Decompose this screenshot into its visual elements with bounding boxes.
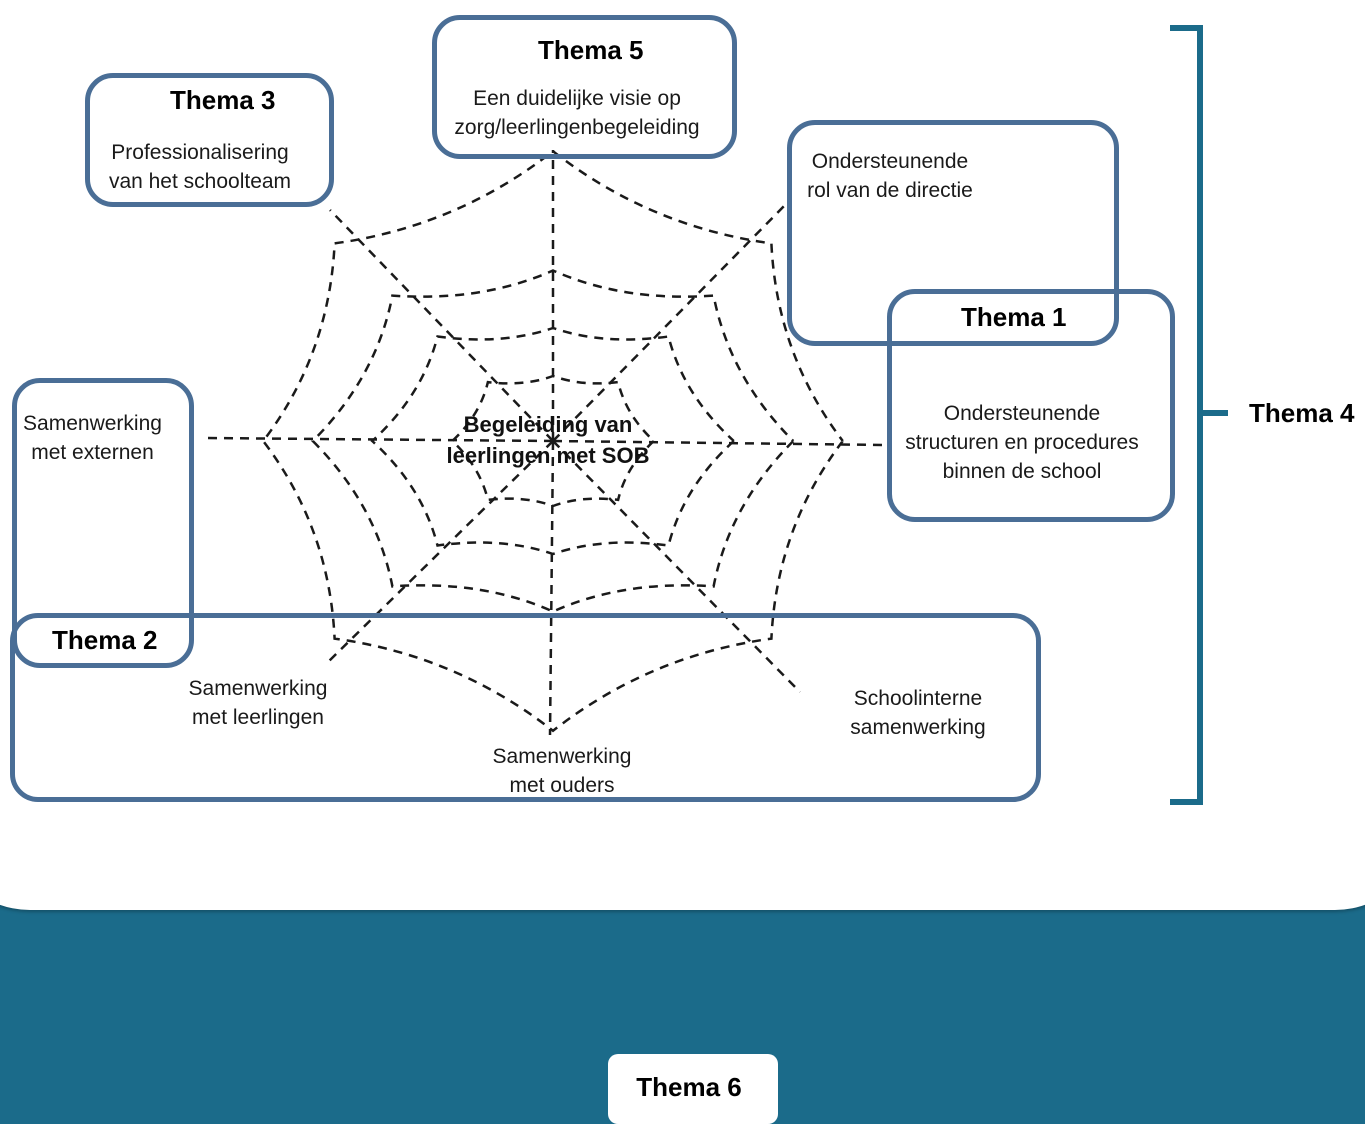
web-spoke [329,209,554,442]
label-structuren: Ondersteunende structuren en procedures … [905,402,1139,483]
web-spoke [548,440,555,736]
label-leerlingen: Samenwerking met leerlingen [188,677,328,729]
thema2-box [10,613,1041,802]
label-directie: Ondersteunende rol van de directie [807,150,973,202]
thema5-title: Thema 5 [538,35,644,65]
thema5-box [432,15,737,159]
web-ring [450,374,655,508]
web-ring [311,269,795,613]
web-ring [261,149,844,733]
label-professionalisering: Professionalisering van het schoolteam [108,141,292,193]
thema1-title: Thema 1 [961,302,1067,332]
thema6-title: Thema 6 [636,1072,742,1102]
directie-box [787,120,1119,346]
thema3-title: Thema 3 [170,85,276,115]
label-ouders: Samenwerking met ouders [492,745,632,797]
web-spoke [552,199,791,442]
thema4-title: Thema 4 [1249,398,1355,428]
externen-box [12,378,194,668]
web-spoke [552,439,886,447]
web-spoke [552,440,801,693]
web-ring [370,326,735,556]
label-schoolintern: Schoolinterne samenwerking [850,687,986,739]
label-externen: Samenwerking met externen [23,412,162,464]
diagram-panel [0,0,1365,910]
thema1-box [887,289,1175,522]
thema3-box [85,73,334,207]
center-label: Begeleiding van leerlingen met SOB [446,412,650,468]
web-spoke [204,436,554,443]
thema4-bracket [1170,25,1228,805]
label-visie: Een duidelijke visie op zorg/leerlingenb… [454,87,700,139]
thema2-title: Thema 2 [52,625,158,655]
web-spoke [327,440,554,663]
